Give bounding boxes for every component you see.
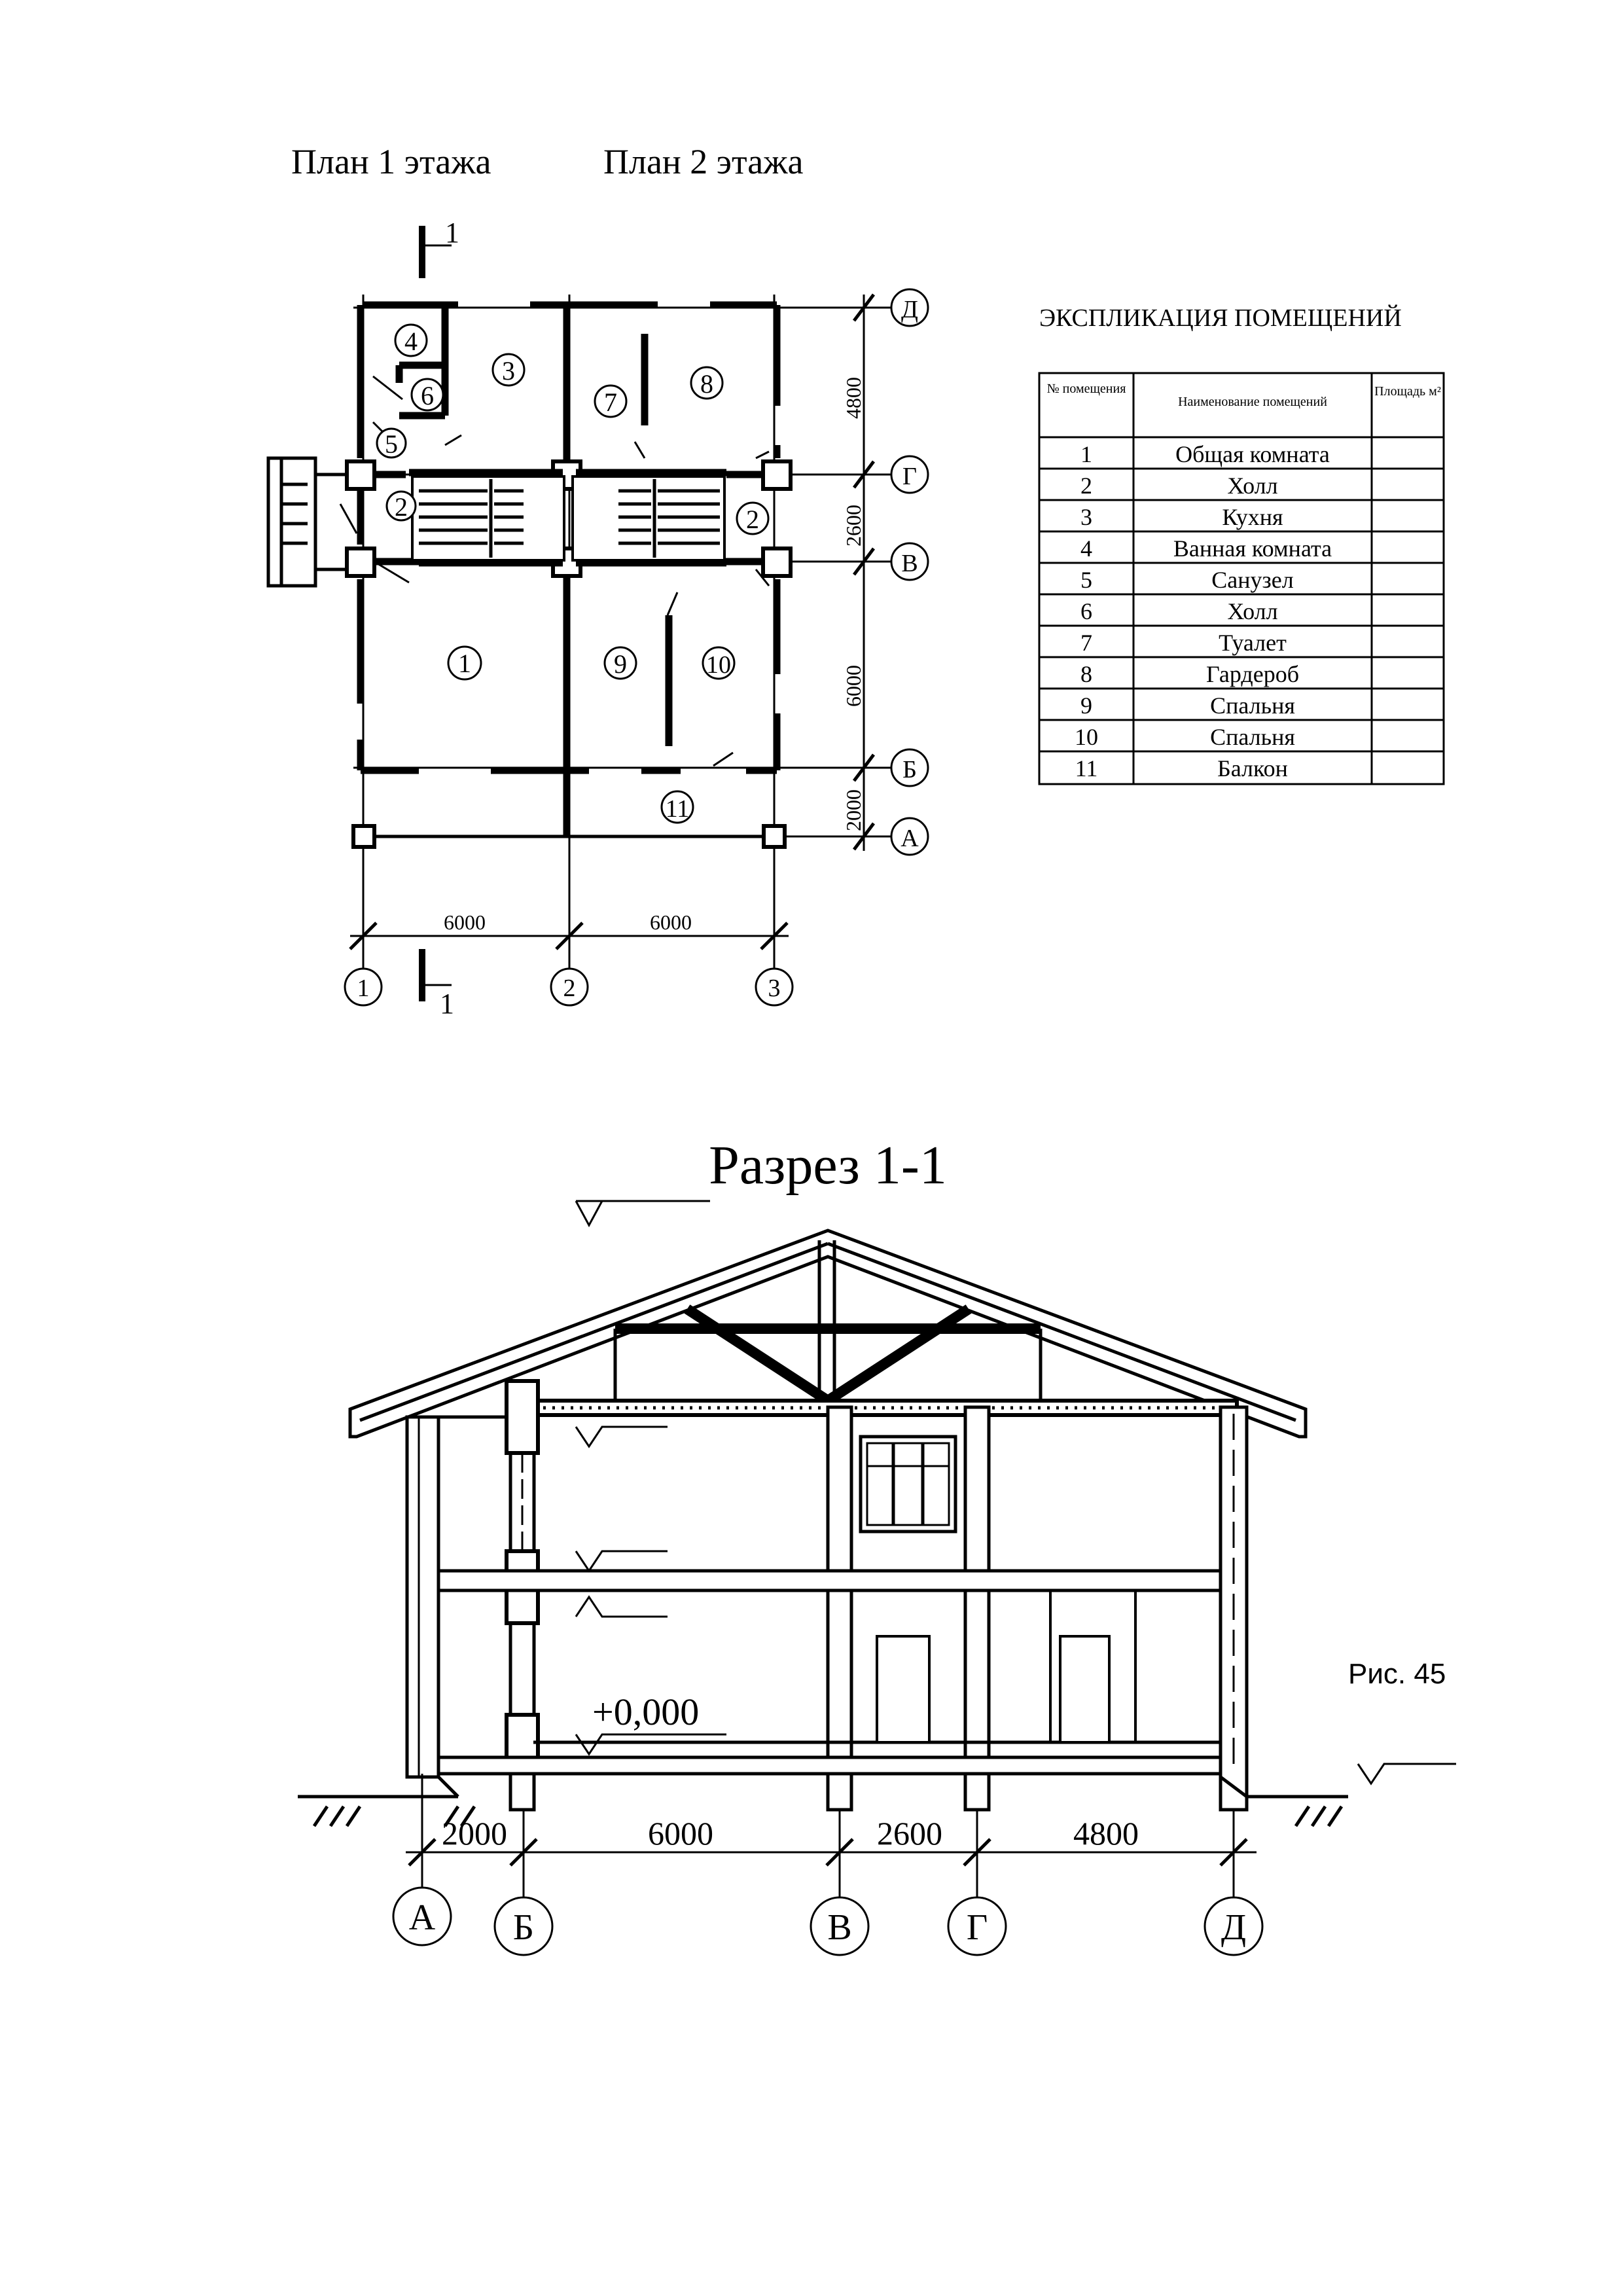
table-row-name: Спальня [1210, 724, 1295, 750]
table-row-name: Холл [1227, 473, 1277, 499]
table-row-num: 7 [1080, 630, 1092, 656]
table-row-name: Ванная комната [1173, 535, 1332, 562]
table-header-area: Площадь м² [1374, 384, 1441, 399]
section-axis-b: Б [513, 1907, 534, 1948]
section-dim-6000: 6000 [648, 1815, 713, 1852]
room-explication-table: ЭКСПЛИКАЦИЯ ПОМЕЩЕНИЙ № помещения Наимен… [1038, 304, 1445, 785]
room-3: 3 [502, 356, 515, 386]
room-1: 1 [458, 649, 471, 678]
table-row-name: Холл [1227, 598, 1277, 624]
section-axes: А Б В Г Д [392, 1886, 1264, 1956]
table-header-number: № помещения [1046, 382, 1126, 396]
stairs-left [409, 469, 565, 567]
dim-h-6000-right: 6000 [650, 910, 692, 934]
axis-letter-v: В [901, 550, 918, 577]
table-row-num: 2 [1080, 473, 1092, 499]
plan2-title: План 2 этажа [603, 142, 804, 181]
room-10: 10 [706, 651, 731, 679]
room-11: 11 [666, 795, 690, 823]
table-row-name: Спальня [1210, 692, 1295, 719]
section-mark-top: 1 [445, 217, 459, 249]
level-markers: +0,000 [575, 1426, 1456, 1785]
dim-h-6000-left: 6000 [444, 910, 486, 934]
table-row-num: 5 [1080, 567, 1092, 593]
table-row-num: 1 [1080, 441, 1092, 467]
axis-letter-a: А [901, 825, 919, 852]
section-dims: 2000 6000 2600 4800 [406, 1774, 1257, 1898]
table-row-num: 4 [1080, 535, 1092, 562]
ground-line [298, 1776, 1348, 1827]
table-row-name: Кухня [1222, 504, 1283, 530]
dim-v-2000: 2000 [842, 789, 865, 831]
room-7: 7 [604, 387, 617, 417]
section-axis-a: А [409, 1897, 436, 1938]
table-title: ЭКСПЛИКАЦИЯ ПОМЕЩЕНИЙ [1039, 304, 1402, 332]
room-6: 6 [421, 381, 434, 410]
section-axis-v: В [827, 1907, 851, 1948]
room-2-left: 2 [395, 492, 408, 522]
table-row-num: 10 [1075, 724, 1098, 750]
axis-number-2: 2 [563, 975, 576, 1002]
axis-number-3: 3 [768, 975, 781, 1002]
section-axis-d: Д [1221, 1907, 1246, 1948]
table-row-name: Гардероб [1206, 661, 1299, 687]
section-title: Разрез 1-1 [709, 1135, 947, 1196]
section-door-1 [876, 1635, 931, 1744]
table-row-num: 11 [1075, 755, 1098, 781]
floor-plan: 1 1 [266, 217, 929, 1020]
plan1-title: План 1 этажа [291, 142, 491, 181]
axis-number-1: 1 [357, 975, 370, 1002]
dim-v-4800: 4800 [842, 377, 865, 419]
table-row-name: Санузел [1211, 567, 1293, 593]
section-axis-g: Г [967, 1907, 988, 1948]
dim-v-2600: 2600 [842, 505, 865, 547]
table-row-num: 3 [1080, 504, 1092, 530]
table-row-name: Общая комната [1175, 441, 1330, 467]
table-header-name: Наименование помещений [1178, 395, 1327, 409]
section-mark-bottom: 1 [440, 988, 454, 1020]
section-drawing: +0,000 [298, 1200, 1456, 1956]
section-walls [405, 1379, 1249, 1812]
section-dim-2600: 2600 [877, 1815, 942, 1852]
section-window [859, 1435, 957, 1534]
stairs-right [571, 469, 726, 567]
table-row-num: 6 [1080, 598, 1092, 624]
section-dim-2000: 2000 [442, 1815, 507, 1852]
room-4: 4 [404, 327, 418, 356]
plan-dims-horizontal: 6000 6000 [349, 910, 789, 950]
room-2-right: 2 [746, 505, 759, 534]
table-row-num: 9 [1080, 692, 1092, 719]
plan-axes-numbers: 1 2 3 [344, 949, 794, 1007]
level-zero-label: +0,000 [592, 1691, 699, 1733]
section-dim-4800: 4800 [1073, 1815, 1139, 1852]
dim-v-6000: 6000 [842, 665, 865, 707]
table-row-num: 8 [1080, 661, 1092, 687]
room-5: 5 [385, 429, 398, 459]
table-row-name: Балкон [1217, 755, 1288, 781]
room-9: 9 [614, 649, 627, 679]
room-8: 8 [700, 369, 713, 399]
axis-letter-g: Г [902, 463, 917, 490]
plan-axes-letters: Д Г В Б А [874, 288, 929, 856]
figure-caption: Рис. 45 [1348, 1658, 1446, 1690]
entrance-porch [266, 456, 347, 588]
room-markers: 1 2 2 3 4 5 6 7 8 9 10 11 [376, 323, 770, 824]
plan-dims-vertical: 4800 2600 6000 2000 [842, 293, 875, 851]
table-row-name: Туалет [1219, 630, 1287, 656]
axis-letter-d: Д [901, 296, 918, 323]
axis-letter-b: Б [902, 756, 917, 783]
roof [348, 1229, 1308, 1439]
section-door-2 [1059, 1635, 1111, 1744]
